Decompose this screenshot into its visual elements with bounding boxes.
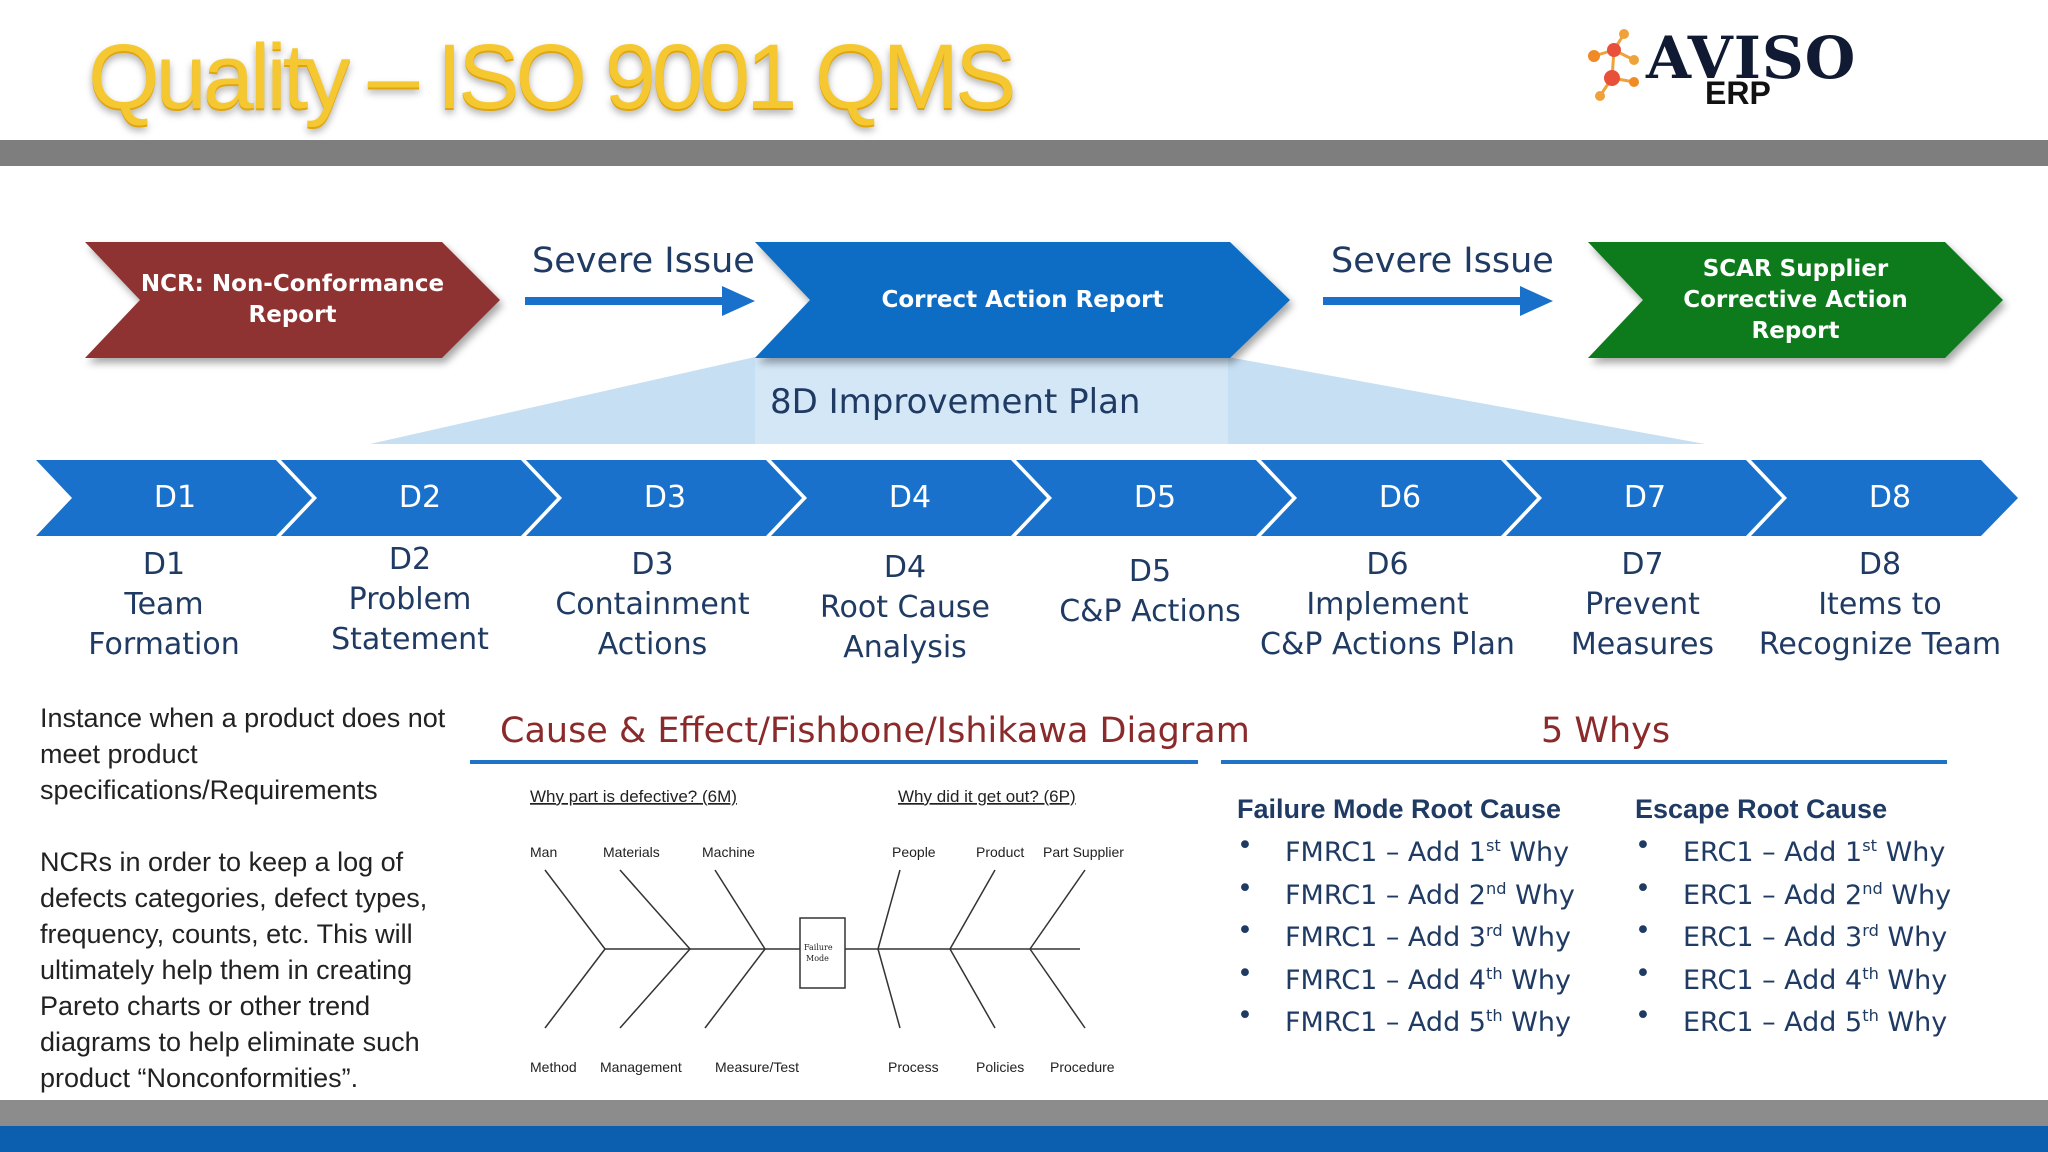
- severe-arrow-1-icon: [525, 286, 755, 316]
- step-d3-description: D3 Containment Actions: [555, 547, 750, 662]
- chevron-d4-label: D4: [888, 480, 932, 515]
- chevron-d5-label: D5: [1133, 480, 1177, 515]
- molecule-logo-icon: [1588, 29, 1639, 101]
- severe-arrow-2-icon: [1323, 286, 1553, 316]
- chevron-d6-label: D6: [1378, 480, 1422, 515]
- failure-mode-box: [799, 917, 846, 989]
- chevron-d4: [771, 460, 1047, 536]
- step-d6-description: D6 Implement C&P Actions Plan: [1260, 547, 1515, 662]
- cause-procedure: Procedure: [1050, 1059, 1115, 1075]
- chevron-d7: [1506, 460, 1782, 536]
- failure-mode-root-cause-heading: Failure Mode Root Cause: [1237, 794, 1562, 824]
- fishbone-bones: [544, 869, 1086, 1029]
- fishbone-diagram: Why part is defective? (6M) Why did it g…: [510, 780, 1150, 1090]
- five-whys-heading: 5 Whys: [1541, 711, 1671, 751]
- cause-product: Product: [976, 844, 1024, 860]
- chevron-d3-label: D3: [643, 480, 687, 515]
- cause-man: Man: [530, 844, 557, 860]
- chevron-d8: [1751, 460, 2018, 536]
- cause-policies: Policies: [976, 1059, 1024, 1075]
- ncr-definition-text: Instance when a product does not meet pr…: [40, 703, 446, 805]
- logo-sub-text: ERP: [1705, 75, 1771, 111]
- failure-mode-why-item: FMRC1 – Add 5th Why: [1237, 998, 1575, 1041]
- chevron-d2: [281, 460, 557, 536]
- fishbone-heading-rule: [470, 760, 1198, 764]
- logo-brand-text: AVISO: [1646, 24, 1857, 92]
- failure-mode-why-item: FMRC1 – Add 2nd Why: [1237, 871, 1575, 914]
- chevron-d1: [36, 460, 312, 536]
- cause-people: People: [892, 844, 936, 860]
- bottom-gray-band: [0, 1100, 2048, 1126]
- severe-issue-label-2: Severe Issue: [1331, 241, 1554, 281]
- step-d4-description: D4 Root Cause Analysis: [820, 550, 990, 665]
- chevron-d6: [1261, 460, 1537, 536]
- cause-management: Management: [600, 1059, 682, 1075]
- step-d5-description: D5 C&P Actions: [1059, 554, 1241, 629]
- ncr-arrow-label: NCR: Non-Conformance Report: [140, 271, 445, 328]
- cause-method: Method: [530, 1059, 577, 1075]
- fishbone-left-question: Why part is defective? (6M): [530, 787, 737, 806]
- plan-box: [755, 357, 1228, 444]
- escape-why-item: ERC1 – Add 5th Why: [1635, 998, 1951, 1041]
- chevron-d1-label: D1: [153, 480, 197, 515]
- failure-mode-why-item: FMRC1 – Add 1st Why: [1237, 828, 1575, 871]
- ncr-description: Instance when a product does not meet pr…: [40, 700, 470, 1132]
- cause-process: Process: [888, 1059, 939, 1075]
- failure-mode-why-item: FMRC1 – Add 3rd Why: [1237, 913, 1575, 956]
- step-d2-description: D2 Problem Statement: [331, 542, 489, 657]
- step-d7-description: D7 Prevent Measures: [1570, 547, 1715, 662]
- failure-mode-why-item: FMRC1 – Add 4th Why: [1237, 956, 1575, 999]
- cause-machine: Machine: [702, 844, 755, 860]
- chevron-d3: [526, 460, 802, 536]
- scar-arrow-label: SCAR Supplier Corrective Action Report: [1683, 255, 1908, 344]
- fishbone-heading: Cause & Effect/Fishbone/Ishikawa Diagram: [500, 711, 1250, 751]
- cause-measure-test: Measure/Test: [715, 1059, 799, 1075]
- aviso-erp-logo: AVISO ERP: [1580, 22, 1860, 112]
- severe-issue-label-1: Severe Issue: [532, 241, 755, 281]
- failure-mode-why-list: FMRC1 – Add 1st Why FMRC1 – Add 2nd Why …: [1237, 828, 1575, 1041]
- step-d8-description: D8 Items to Recognize Team: [1758, 547, 2002, 662]
- cause-part-supplier: Part Supplier: [1043, 844, 1124, 860]
- escape-root-cause-heading: Escape Root Cause: [1635, 794, 1888, 824]
- scar-arrow-shape: [1588, 242, 2003, 358]
- car-arrow-label: Correct Action Report: [881, 286, 1164, 313]
- ncr-purpose-text: NCRs in order to keep a log of defects c…: [40, 847, 428, 1093]
- failure-mode-label-1: Failure: [804, 943, 833, 952]
- bottom-blue-band: [0, 1126, 2048, 1152]
- escape-why-item: ERC1 – Add 4th Why: [1635, 956, 1951, 999]
- top-divider-band: [0, 140, 2048, 166]
- chevron-d5: [1016, 460, 1292, 536]
- car-arrow-shape: [755, 242, 1290, 358]
- escape-why-item: ERC1 – Add 1st Why: [1635, 828, 1951, 871]
- ncr-arrow-shape: [85, 242, 500, 358]
- chevron-d8-label: D8: [1868, 480, 1912, 515]
- cause-materials: Materials: [603, 844, 660, 860]
- chevron-d7-label: D7: [1623, 480, 1667, 515]
- escape-why-item: ERC1 – Add 2nd Why: [1635, 871, 1951, 914]
- chevron-d2-label: D2: [398, 480, 442, 515]
- plan-label: 8D Improvement Plan: [770, 382, 1141, 422]
- escape-why-list: ERC1 – Add 1st Why ERC1 – Add 2nd Why ER…: [1635, 828, 1951, 1041]
- failure-mode-label-2: Mode: [806, 954, 829, 963]
- slide-title: Quality – ISO 9001 QMS: [88, 26, 1016, 128]
- escape-why-item: ERC1 – Add 3rd Why: [1635, 913, 1951, 956]
- five-whys-heading-rule: [1221, 760, 1947, 764]
- step-d1-description: D1 Team Formation: [88, 547, 240, 662]
- fishbone-right-question: Why did it get out? (6P): [898, 787, 1076, 806]
